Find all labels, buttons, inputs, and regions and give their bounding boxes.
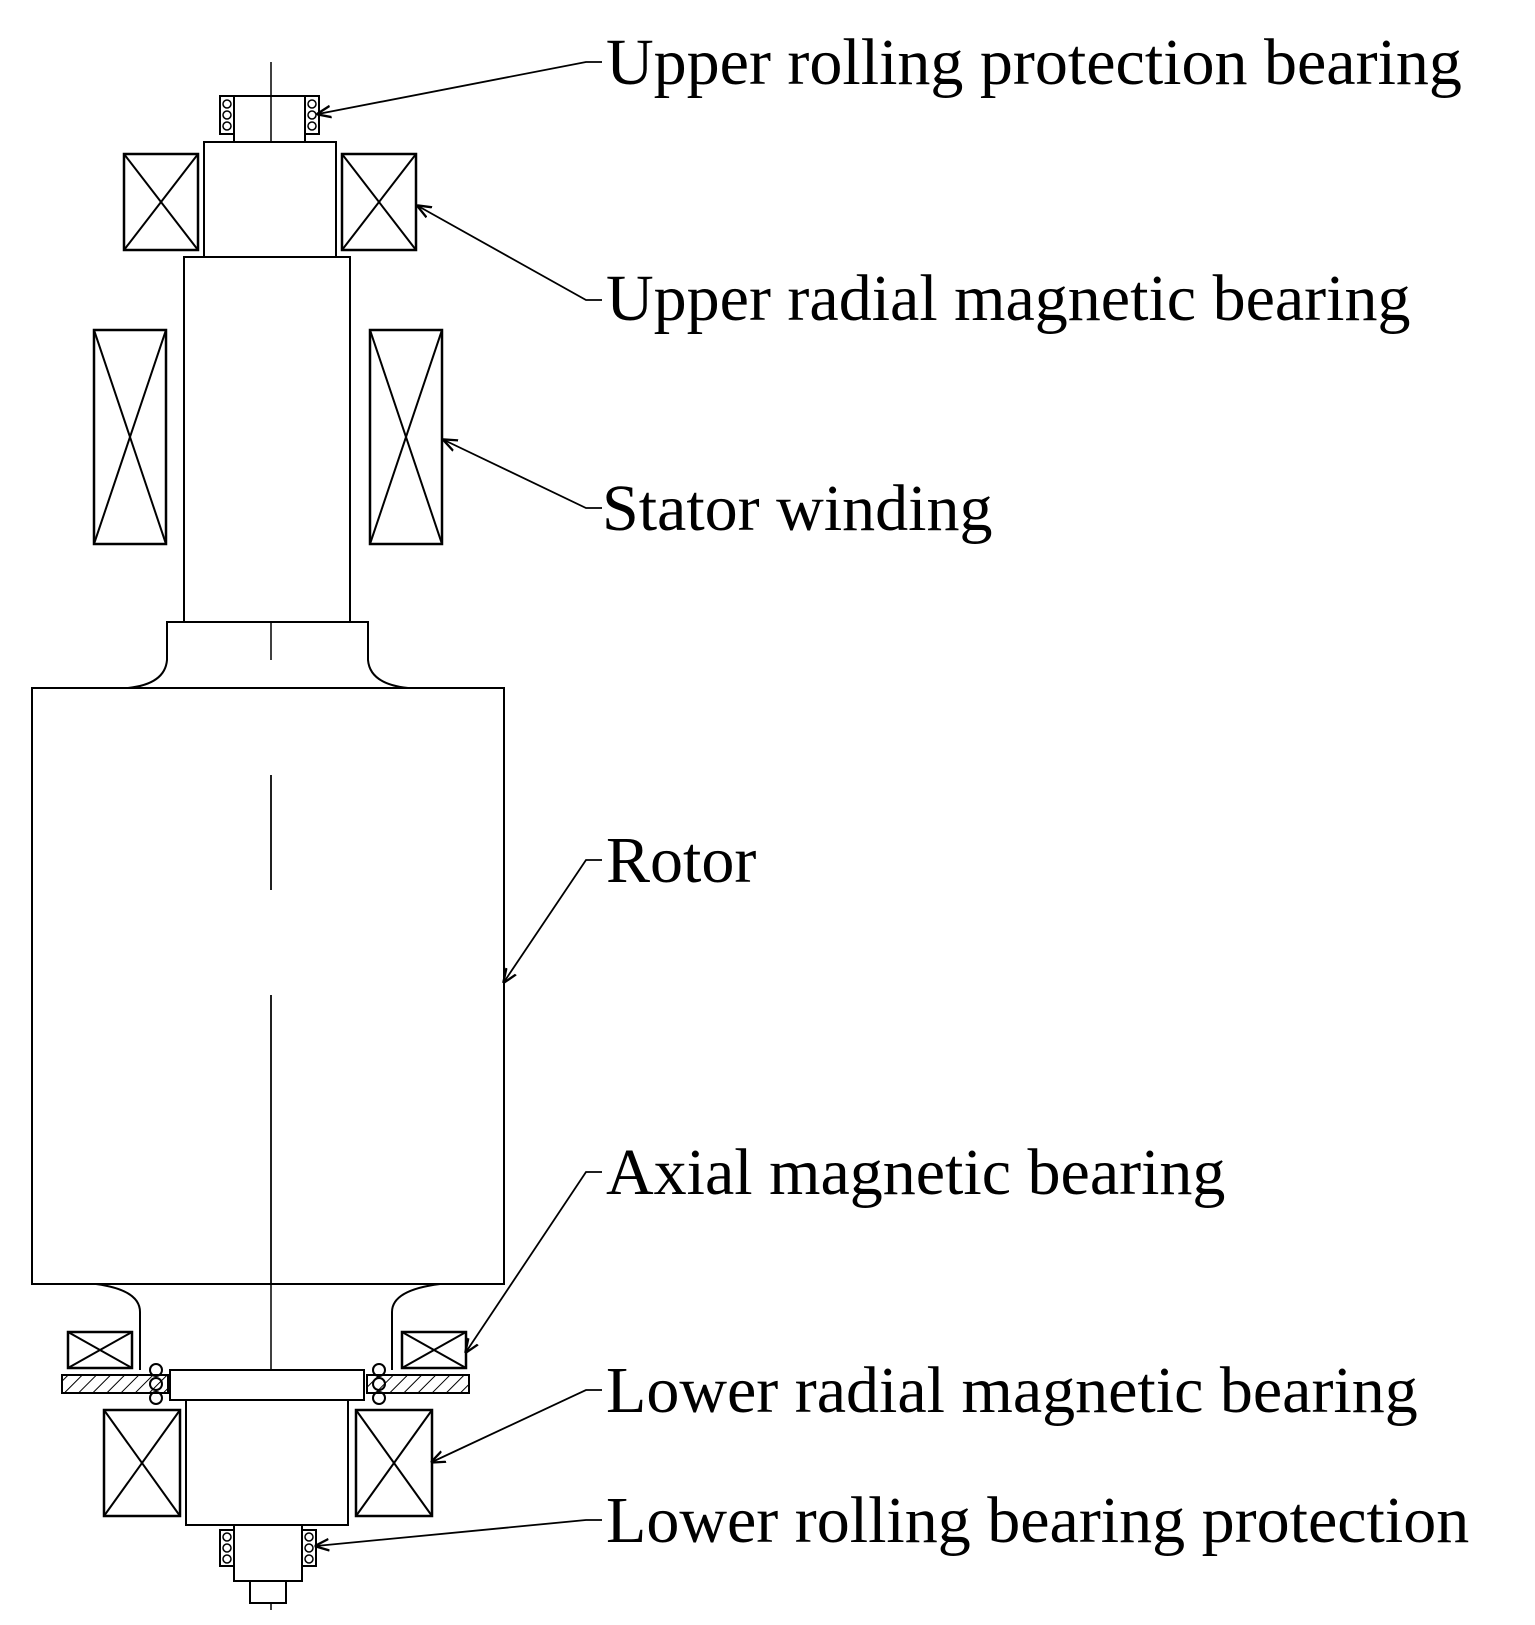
label-rotor: Rotor — [606, 824, 756, 897]
leader-lines — [316, 61, 602, 1546]
axial-magnetic-bearing — [61, 1330, 470, 1405]
upper-rolling-protection-bearing — [219, 95, 320, 142]
lower-rolling-bearing-protection — [219, 1524, 317, 1604]
label-stator-winding: Stator winding — [602, 472, 993, 545]
label-lower-radial-magnetic-bearing: Lower radial magnetic bearing — [606, 1354, 1418, 1427]
label-upper-rolling-protection-bearing: Upper rolling protection bearing — [606, 26, 1462, 99]
thrust-collar — [169, 1369, 365, 1401]
rotor-body — [31, 687, 505, 1285]
label-upper-radial-magnetic-bearing: Upper radial magnetic bearing — [606, 262, 1410, 335]
upper-shaft-collar — [203, 141, 337, 258]
motor-shaft — [183, 256, 351, 623]
upper-rotor-shoulder — [127, 621, 409, 689]
label-axial-magnetic-bearing: Axial magnetic bearing — [606, 1136, 1225, 1209]
label-lower-rolling-bearing-protection: Lower rolling bearing protection — [606, 1484, 1469, 1557]
stator-winding — [92, 328, 444, 546]
lower-shaft — [185, 1399, 349, 1526]
lower-radial-magnetic-bearing — [102, 1408, 434, 1518]
upper-radial-magnetic-bearing — [122, 152, 418, 252]
lower-rotor-shoulder — [95, 1283, 441, 1370]
